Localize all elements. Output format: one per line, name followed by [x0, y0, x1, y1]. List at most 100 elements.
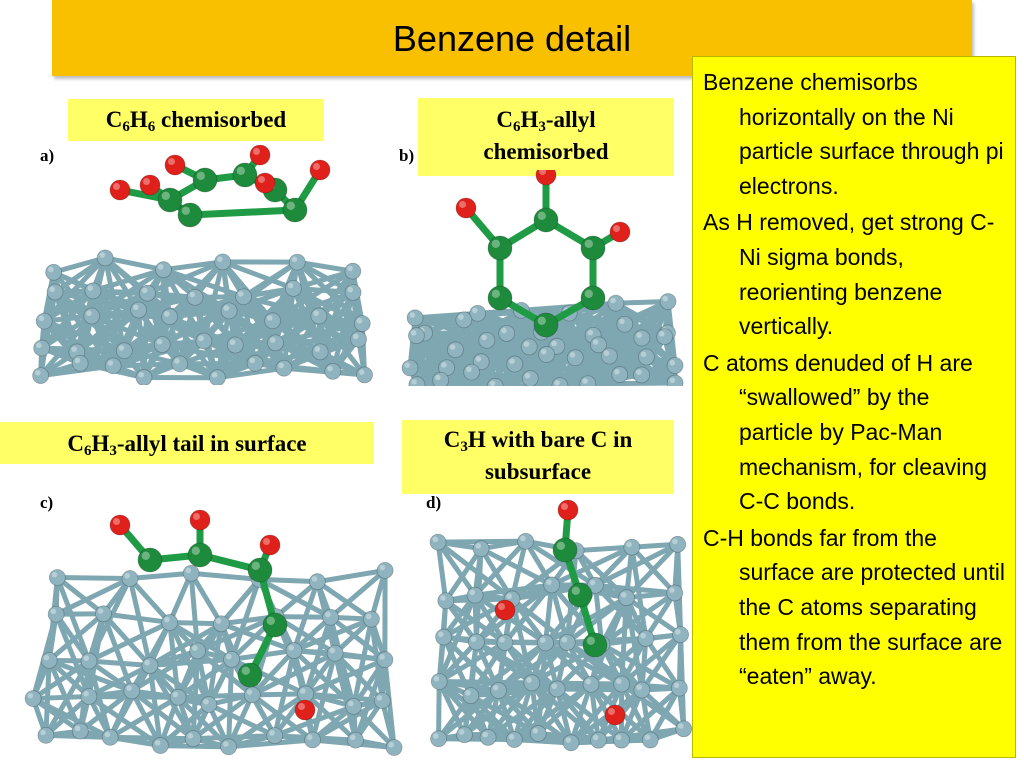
nickel-atom: [641, 731, 659, 749]
panel-c-label: C6H3-allyl tail in surface: [0, 422, 374, 464]
nickel-atom-highlight: [492, 684, 499, 691]
nickel-atom: [151, 737, 169, 754]
ni-bond: [303, 650, 338, 697]
nickel-atom-highlight: [635, 369, 642, 375]
nickel-atom-highlight: [217, 256, 223, 262]
carbon-atom: [533, 207, 559, 233]
ni-bond: [485, 686, 560, 740]
nickel-atom: [607, 294, 625, 312]
nickel-atom: [83, 307, 101, 325]
ni-bond: [554, 686, 624, 743]
nickel-atom: [37, 726, 55, 744]
nickel-atom-highlight: [311, 576, 318, 582]
nickel-atom-highlight: [592, 734, 599, 741]
hydrogen-atom: [254, 172, 276, 194]
nickel-atom-highlight: [437, 631, 444, 638]
nickel-atom-highlight: [99, 252, 106, 258]
nickel-atom-highlight: [83, 655, 89, 661]
nickel-atom: [200, 696, 218, 713]
ni-bond: [127, 570, 194, 582]
nickel-atom: [637, 630, 655, 647]
nickel-atom-highlight: [458, 729, 465, 735]
nickel-atom-highlight: [475, 356, 482, 362]
ni-bond: [502, 582, 555, 646]
nickel-atom-highlight: [269, 730, 275, 736]
panel-b-label-c: C: [496, 107, 513, 132]
nickel-atom-highlight: [141, 287, 148, 294]
ni-bond: [46, 657, 92, 700]
ni-bond: [190, 733, 278, 742]
nickel-atom: [590, 336, 607, 354]
ni-bond: [379, 698, 397, 751]
nickel-atom: [498, 325, 516, 342]
carbon-atom-highlight: [491, 289, 500, 298]
ni-bond: [624, 595, 684, 638]
carbon-atom-highlight: [584, 289, 593, 298]
nickel-atom: [462, 687, 480, 705]
ni-bond: [639, 687, 687, 732]
ni-bond: [290, 285, 356, 295]
ni-bond: [273, 614, 334, 620]
nickel-atom-highlight: [675, 629, 681, 635]
ni-bond: [272, 691, 309, 739]
nickel-atom: [666, 357, 684, 374]
ni-bond: [86, 658, 153, 669]
ni-bond: [629, 544, 649, 641]
nickel-atom-highlight: [365, 613, 372, 620]
nickel-atom: [467, 633, 485, 651]
ni-bond: [435, 539, 449, 604]
nickel-atom-highlight: [348, 700, 354, 707]
carbon-atom-highlight: [236, 166, 245, 175]
panel-a-molecule-image: [32, 145, 373, 385]
nickel-atom: [430, 730, 447, 748]
panel-a-label-rest: chemisorbed: [155, 107, 287, 132]
panel-d-letter: d): [426, 493, 442, 512]
nickel-atom: [84, 282, 102, 300]
hydrogen-atom: [259, 534, 281, 556]
panel-b-label: C6H3-allyl chemisorbed: [418, 98, 674, 176]
nickel-atom-highlight: [107, 360, 114, 366]
nickel-atom: [161, 308, 179, 326]
carbon-atom-highlight: [584, 239, 593, 248]
ni-bond: [41, 288, 96, 324]
ni-bond: [54, 574, 92, 664]
nickel-atom-highlight: [554, 379, 560, 386]
nickel-atom-highlight: [506, 593, 513, 599]
nickel-atom-highlight: [565, 737, 572, 743]
nickel-atom-highlight: [673, 682, 680, 689]
carbon-atom: [137, 547, 163, 573]
molecule-bond: [186, 206, 299, 219]
nickel-atom-highlight: [678, 723, 684, 729]
nickel-atom-highlight: [36, 342, 42, 349]
hydrogen-atom: [249, 145, 271, 166]
nickel-atom-highlight: [329, 647, 336, 654]
nickel-atom: [264, 312, 281, 330]
nickel-atom: [505, 731, 523, 749]
nickel-atom: [71, 354, 89, 372]
nickel-atom-highlight: [501, 327, 507, 334]
nickel-atom: [101, 728, 119, 746]
carbon-atom: [582, 632, 608, 658]
nickel-atom: [456, 726, 473, 744]
ni-bond: [435, 539, 478, 598]
carbon-atom-highlight: [266, 616, 275, 625]
nickel-atom: [633, 366, 650, 384]
ni-bond: [639, 632, 684, 693]
nickel-atom: [466, 586, 484, 604]
nickel-atom: [80, 652, 98, 670]
ni-bond: [436, 678, 442, 742]
nickel-atom-highlight: [156, 338, 163, 345]
nickel-atom: [235, 288, 252, 306]
panel-b-molecule-image: [401, 170, 684, 386]
nickel-atom-highlight: [74, 357, 81, 364]
nickel-atom: [590, 731, 607, 749]
nickel-atom-highlight: [658, 331, 665, 337]
nickel-atom-highlight: [388, 741, 395, 748]
nickel-atom: [408, 376, 426, 386]
nickel-atom: [266, 727, 284, 745]
nickel-atom: [401, 359, 419, 377]
panel-b-label-rest: -allyl: [545, 107, 596, 132]
nickel-atom: [435, 628, 452, 646]
ni-bond: [290, 268, 356, 291]
nickel-atom: [675, 720, 692, 738]
